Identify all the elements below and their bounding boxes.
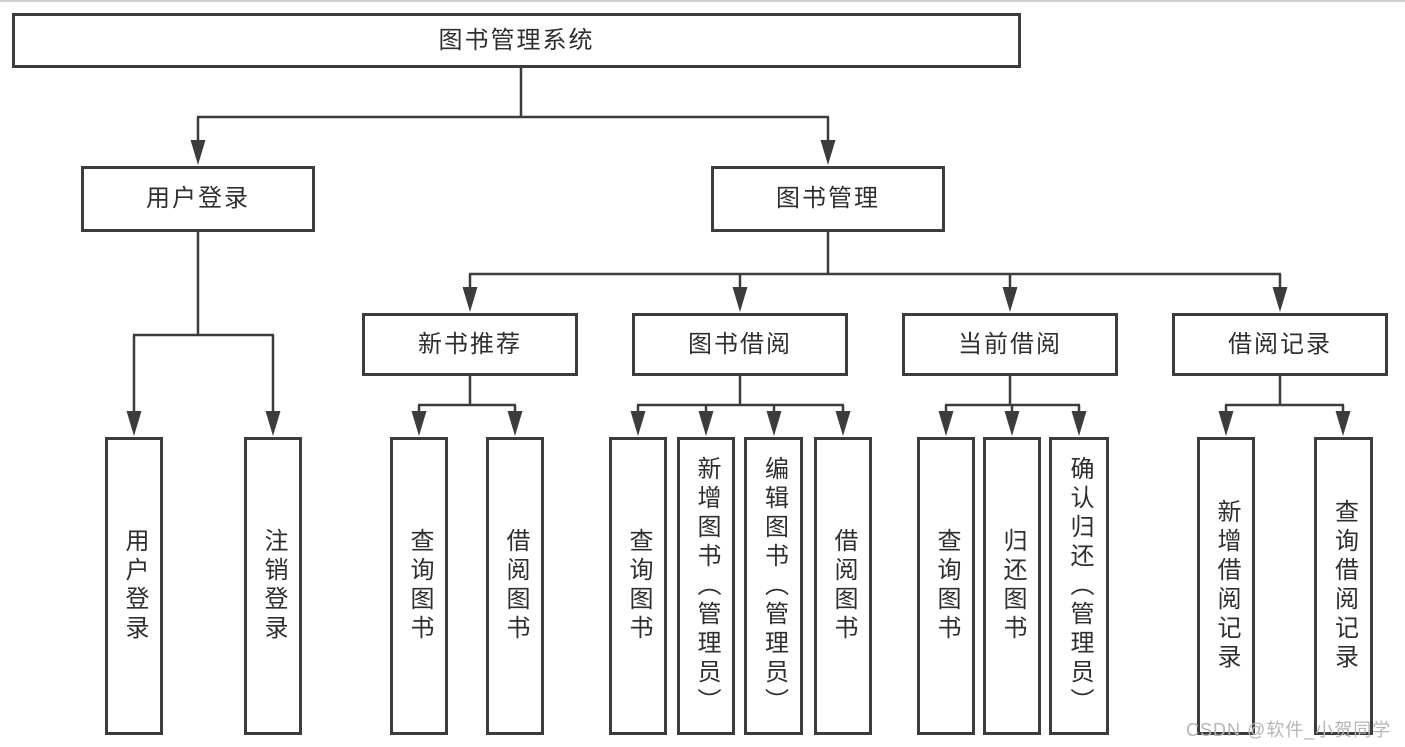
- leaf-logout-label: 注销登录: [260, 528, 287, 644]
- leaf-add-books-admin-label: 新增图书（管理员）: [693, 455, 720, 717]
- leaf-newbook-borrow-books-label: 借阅图书: [502, 528, 529, 644]
- leaf-edit-books-admin: 编辑图书（管理员）: [744, 437, 803, 735]
- node-book-management-label: 图书管理: [776, 185, 880, 212]
- node-new-book-recommend: 新书推荐: [362, 313, 578, 376]
- node-book-borrow-label: 图书借阅: [688, 330, 792, 358]
- leaf-current-query-books: 查询图书: [917, 437, 975, 735]
- leaf-confirm-return-admin-label: 确认归还（管理员）: [1066, 455, 1093, 717]
- node-new-book-recommend-label: 新书推荐: [418, 330, 522, 358]
- leaf-confirm-return-admin: 确认归还（管理员）: [1049, 437, 1109, 735]
- node-book-borrow: 图书借阅: [632, 313, 848, 376]
- node-root: 图书管理系统: [12, 13, 1021, 68]
- node-borrow-records-label: 借阅记录: [1228, 330, 1332, 358]
- leaf-user-login: 用户登录: [105, 437, 163, 735]
- leaf-query-borrow-record-label: 查询借阅记录: [1330, 499, 1358, 673]
- leaf-return-books: 归还图书: [983, 437, 1041, 735]
- leaf-logout: 注销登录: [244, 437, 302, 735]
- leaf-newbook-query-books: 查询图书: [390, 437, 448, 735]
- leaf-add-borrow-record: 新增借阅记录: [1197, 437, 1255, 735]
- leaf-newbook-query-books-label: 查询图书: [406, 528, 433, 644]
- node-book-management: 图书管理: [711, 166, 945, 232]
- node-current-borrow: 当前借阅: [902, 313, 1118, 376]
- leaf-edit-books-admin-label: 编辑图书（管理员）: [760, 455, 788, 717]
- node-current-borrow-label: 当前借阅: [958, 330, 1062, 358]
- watermark: CSDN @软件_小贺同学: [1186, 720, 1392, 740]
- node-user-login-label: 用户登录: [146, 185, 250, 212]
- node-root-label: 图书管理系统: [438, 26, 595, 54]
- leaf-add-books-admin: 新增图书（管理员）: [677, 437, 735, 735]
- leaf-query-borrow-record: 查询借阅记录: [1314, 437, 1373, 735]
- leaf-newbook-borrow-books: 借阅图书: [486, 437, 544, 735]
- leaf-current-query-books-label: 查询图书: [933, 528, 960, 644]
- leaf-user-login-label: 用户登录: [121, 528, 148, 644]
- node-borrow-records: 借阅记录: [1172, 313, 1388, 376]
- leaf-borrow-books-label: 借阅图书: [830, 528, 857, 644]
- leaf-borrow-books: 借阅图书: [814, 437, 872, 735]
- leaf-return-books-label: 归还图书: [999, 528, 1026, 644]
- leaf-borrow-query-books-label: 查询图书: [625, 528, 652, 644]
- top-border-line: [0, 0, 1405, 2]
- leaf-add-borrow-record-label: 新增借阅记录: [1213, 499, 1240, 673]
- node-user-login: 用户登录: [81, 166, 315, 232]
- leaf-borrow-query-books: 查询图书: [609, 437, 667, 735]
